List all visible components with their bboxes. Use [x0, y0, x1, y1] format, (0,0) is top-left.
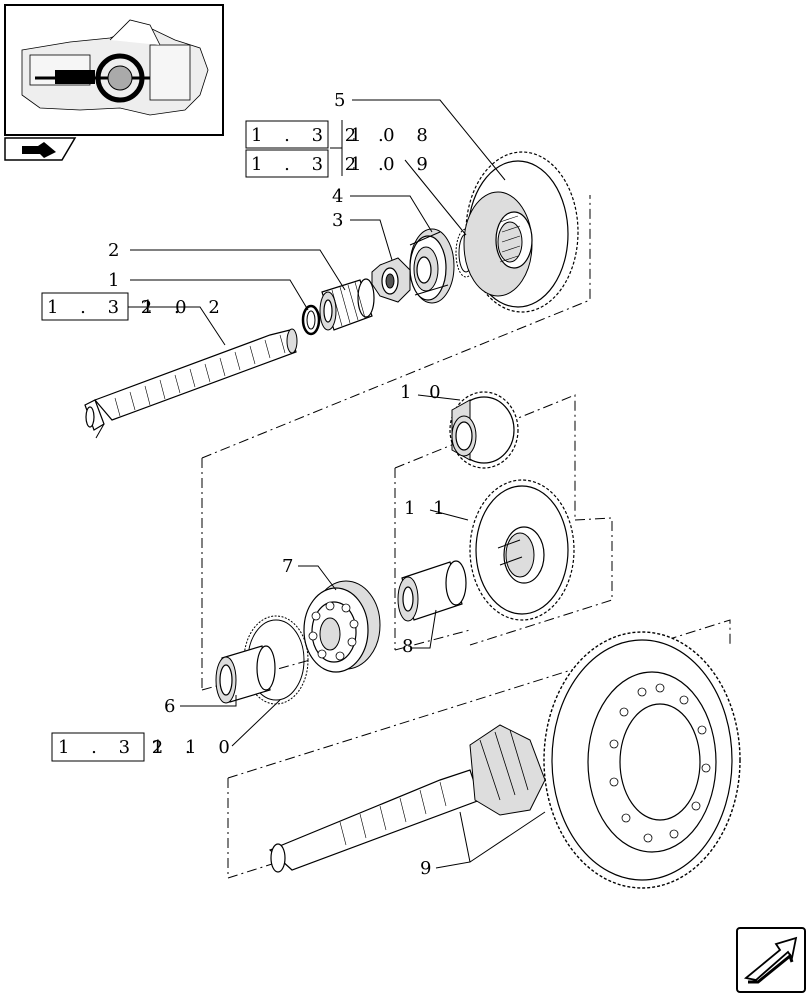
callout-11: 1 1	[404, 498, 451, 519]
reference-110[interactable]: 1 . 3 2 . 1 1 0	[51, 732, 238, 762]
callout-5: 5	[334, 90, 351, 111]
locator-thumbnail	[4, 4, 224, 136]
callout-3: 3	[332, 210, 349, 231]
reference-102-tail: 1 0 2	[142, 297, 228, 318]
reference-108-box: 1 . 3 2 .	[251, 125, 392, 146]
ball-bearing	[409, 228, 455, 304]
crown-wheel	[543, 631, 741, 889]
reference-108[interactable]: 1 . 3 2 . 1 0 8	[245, 120, 436, 149]
pinion-gear	[449, 391, 519, 469]
callout-8: 8	[402, 636, 419, 657]
needle-bearing	[319, 278, 375, 331]
callout-10: 1 0	[400, 382, 447, 403]
assembly-outline-upper	[201, 195, 591, 690]
callout-9: 9	[420, 858, 437, 879]
gear-large-upper	[463, 151, 579, 313]
next-page-arrow-icon[interactable]	[736, 927, 806, 993]
reference-108-tail: 1 0 8	[350, 125, 436, 146]
leader-lines	[128, 99, 546, 869]
gear-medium	[469, 479, 575, 621]
bushing	[397, 560, 467, 622]
callout-7: 7	[282, 556, 299, 577]
pinion-shaft	[268, 724, 546, 873]
reference-109[interactable]: 1 . 3 2 . 1 0 9	[245, 149, 436, 178]
lock-nut	[371, 257, 411, 303]
back-arrow-icon[interactable]	[4, 137, 77, 161]
reference-109-tail: 1 0 9	[350, 154, 436, 175]
circlip	[301, 304, 321, 336]
callout-6: 6	[164, 696, 181, 717]
reference-110-tail: 1 1 0	[152, 737, 238, 758]
reference-110-box: 1 . 3 2 .	[58, 737, 199, 758]
reference-109-box: 1 . 3 2 .	[251, 154, 392, 175]
reference-102-box: 1 . 3 2 .	[47, 297, 188, 318]
callout-4: 4	[332, 186, 349, 207]
callout-2: 2	[108, 240, 125, 261]
reference-102[interactable]: 1 . 3 2 . 1 0 2	[41, 292, 228, 321]
sleeve	[215, 645, 276, 704]
callout-labels: 5 4 3 2 1 1 0 1 1 7 8 6 9	[108, 90, 451, 879]
callout-1: 1	[108, 270, 125, 291]
roller-bearing	[303, 580, 381, 673]
splined-shaft	[84, 328, 298, 439]
